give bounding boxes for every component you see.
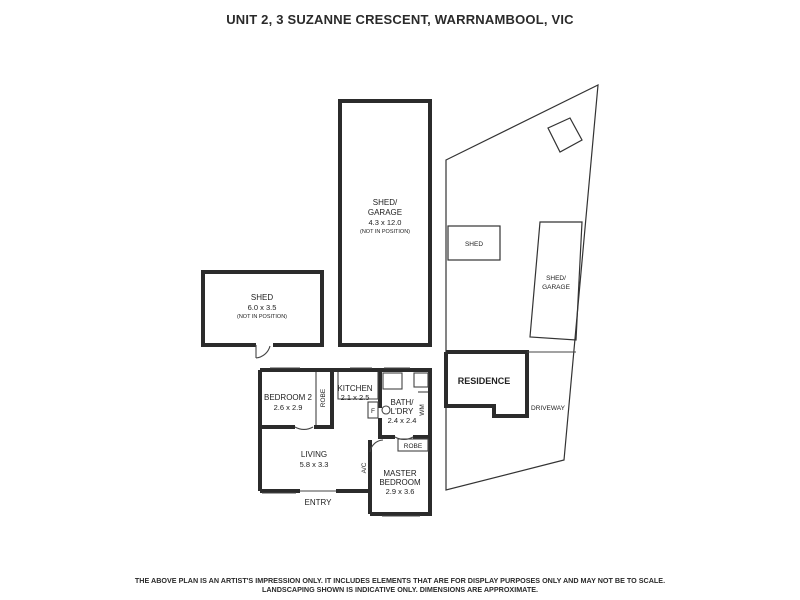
- disclaimer-line-1: THE ABOVE PLAN IS AN ARTIST'S IMPRESSION…: [134, 576, 666, 585]
- site-small-structure: [547, 117, 583, 153]
- garage-label-2: GARAGE: [368, 208, 402, 217]
- site-shed-garage-label-1: SHED/: [546, 275, 566, 282]
- plan-title: UNIT 2, 3 SUZANNE CRESCENT, WARRNAMBOOL,…: [226, 12, 574, 27]
- master-door: [369, 439, 384, 453]
- house-walls: [258, 368, 432, 516]
- bedroom2-door: [294, 426, 314, 430]
- garage-note: (NOT IN POSITION): [360, 229, 410, 235]
- shed-note: (NOT IN POSITION): [237, 314, 287, 320]
- vanity: [413, 372, 429, 388]
- master-label-2: BEDROOM: [379, 478, 421, 487]
- bedroom2-label: BEDROOM 2: [264, 393, 313, 402]
- window-marks: [262, 367, 420, 517]
- wm-label: WM: [419, 404, 426, 416]
- bath-label-1: BATH/: [391, 398, 415, 407]
- ac-label: A/C: [361, 462, 368, 473]
- living-label: LIVING: [301, 450, 327, 459]
- toilet: [381, 405, 391, 415]
- master-dims: 2.9 x 3.6: [386, 487, 415, 496]
- site-shed-garage-label-2: GARAGE: [542, 284, 570, 291]
- bathtub: [382, 372, 403, 390]
- garage-outline: [338, 99, 432, 347]
- bath-door: [394, 436, 414, 440]
- bath-label-2: L'DRY: [391, 407, 414, 416]
- fridge-label: F: [371, 408, 375, 415]
- disclaimer-line-2: LANDSCAPING SHOWN IS INDICATIVE ONLY. DI…: [261, 585, 539, 594]
- entry-label: ENTRY: [305, 498, 333, 507]
- shed-outline: [201, 270, 324, 359]
- bath-dims: 2.4 x 2.4: [388, 416, 417, 425]
- living-dims: 5.8 x 3.3: [300, 460, 329, 469]
- master-label-1: MASTER: [383, 469, 417, 478]
- site-shed-label: SHED: [465, 241, 483, 248]
- site-shed: [447, 225, 501, 261]
- robe2-label: ROBE: [404, 443, 423, 450]
- kitchen-bench: [337, 372, 379, 400]
- site-boundary: [445, 83, 599, 491]
- robe-2: [397, 438, 429, 452]
- shed-dims: 6.0 x 3.5: [248, 303, 277, 312]
- garage-dims: 4.3 x 12.0: [369, 218, 402, 227]
- kitchen-dims: 2.1 x 2.5: [341, 393, 370, 402]
- fridge: [367, 401, 379, 419]
- shed-label: SHED: [251, 293, 273, 302]
- site-shed-garage: [529, 221, 583, 341]
- garage-label-1: SHED/: [373, 198, 398, 207]
- site-driveway-label: DRIVEWAY: [531, 405, 566, 412]
- robe1-label: ROBE: [320, 388, 327, 407]
- site-residence-label: RESIDENCE: [458, 376, 511, 386]
- kitchen-label: KITCHEN: [337, 384, 372, 393]
- bedroom2-dims: 2.6 x 2.9: [274, 403, 303, 412]
